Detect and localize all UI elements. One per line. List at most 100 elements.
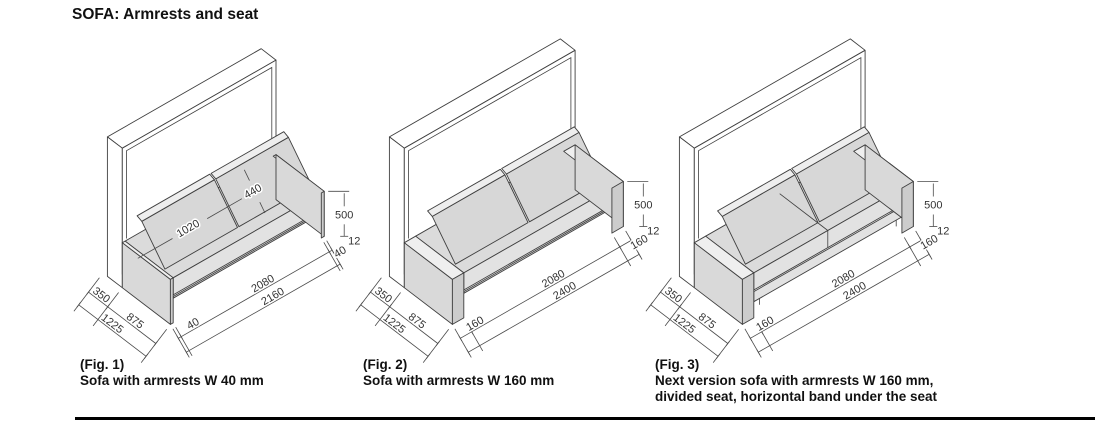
dimension-label: 875 — [124, 311, 146, 332]
dimension-tick — [637, 251, 641, 258]
dimension-label: 12 — [647, 226, 659, 238]
dimension-label: 875 — [696, 311, 718, 332]
extension-line — [374, 292, 401, 327]
width-dimension-line — [758, 253, 930, 353]
dimension-tick — [927, 251, 931, 258]
right-armrest-front-face — [320, 190, 325, 239]
dimension-label: 500 — [924, 200, 942, 212]
dimension-label: 1225 — [381, 312, 408, 336]
dimension-dash — [259, 202, 266, 214]
extension-line — [664, 292, 691, 327]
back-cushion-top-edge — [136, 173, 215, 222]
dimension-label: 160 — [754, 314, 776, 334]
dimension-label: 1225 — [671, 312, 698, 336]
back-cushion-top-edge — [210, 131, 289, 180]
dimension-tick — [756, 349, 761, 355]
figure-2-caption-text: Sofa with armrests W 160 mm — [363, 373, 555, 388]
extension-line — [465, 322, 484, 352]
dimension-tick — [677, 304, 682, 310]
seat-divide-line — [779, 193, 829, 231]
dimension-tick — [435, 340, 440, 347]
dimension-tick — [469, 329, 474, 335]
dimension-label: 1225 — [99, 312, 126, 336]
dimension-tick — [86, 289, 91, 295]
dimension-tick — [184, 349, 189, 355]
back-cushion-top-edge — [501, 126, 580, 175]
figure-2-caption: (Fig. 2) Sofa with armrests W 160 mm — [363, 357, 554, 389]
dimension-tick — [176, 335, 181, 342]
extension-line — [613, 237, 632, 267]
bed-frame-outline — [408, 57, 572, 239]
depth-dimension-line — [88, 291, 157, 344]
dimension-tick — [330, 247, 334, 253]
dimension-tick — [105, 304, 110, 310]
dimension-tick — [153, 340, 158, 347]
figure-3-caption: (Fig. 3) Next version sofa with armrests… — [655, 357, 937, 405]
dimension-tick — [907, 244, 912, 250]
bottom-rule — [75, 417, 1095, 420]
dimension-label: 350 — [662, 285, 684, 306]
bed-frame-outline — [698, 57, 862, 239]
dimension-label: 40 — [332, 244, 349, 261]
figure-2-caption-tag: (Fig. 2) — [363, 357, 408, 372]
depth-dimension-line — [660, 291, 729, 344]
dimension-tick — [338, 261, 342, 267]
extension-line — [175, 327, 193, 356]
dimension-tick — [715, 353, 721, 359]
width-dimension-line — [460, 240, 632, 339]
figure-1-caption-text: Sofa with armrests W 40 mm — [80, 373, 264, 388]
figure-1-caption-tag: (Fig. 1) — [80, 357, 125, 372]
dimension-tick — [629, 237, 634, 244]
figure-1-caption: (Fig. 1) Sofa with armrests W 40 mm — [80, 357, 264, 389]
left-armrest-front-face — [169, 277, 174, 325]
dimension-tick — [466, 349, 471, 355]
dimension-tick — [458, 335, 463, 342]
dimension-tick — [759, 329, 764, 335]
dimension-tick — [179, 333, 184, 340]
back-cushion-top-edge — [791, 126, 870, 175]
extension-line — [323, 242, 341, 272]
dimension-tick — [143, 353, 149, 359]
dimension-tick — [358, 302, 363, 308]
width-dimension-line — [750, 240, 922, 339]
depth-dimension-line — [360, 304, 429, 357]
dimension-tick — [617, 244, 622, 250]
dimension-tick — [76, 302, 81, 308]
dimension-label: 500 — [335, 209, 353, 221]
dimension-tick — [425, 353, 431, 359]
dimension-tick — [658, 289, 663, 295]
dimension-label: 12 — [348, 235, 360, 247]
left-armrest-front-face — [741, 272, 755, 325]
extension-line — [755, 322, 774, 352]
wall-panel-side-face — [388, 136, 405, 289]
dimension-label: 12 — [937, 226, 949, 238]
figure-3-caption-text: Next version sofa with armrests W 160 mm… — [655, 373, 934, 388]
dimension-label: 500 — [634, 200, 652, 212]
dimension-label: 350 — [90, 285, 112, 306]
dimension-tick — [327, 249, 332, 255]
back-cushion-top-edge — [427, 168, 506, 217]
dimension-label: 875 — [406, 311, 428, 332]
wall-panel-side-face — [106, 136, 123, 289]
depth-dimension-line — [78, 304, 147, 357]
dimension-tick — [368, 289, 373, 295]
dimension-tick — [919, 237, 924, 244]
dimension-tick — [387, 304, 392, 310]
depth-dimension-line — [650, 304, 719, 357]
extension-line — [903, 237, 922, 267]
dimension-tick — [748, 335, 753, 342]
dimension-label: 350 — [372, 285, 394, 306]
figure-3-caption-tag: (Fig. 3) — [655, 357, 700, 372]
width-dimension-line — [468, 253, 640, 353]
dimension-dash — [243, 169, 250, 181]
width-dimension-line — [186, 263, 341, 353]
dimension-label: 40 — [185, 316, 202, 333]
dimension-tick — [648, 302, 653, 308]
right-armrest-front-face — [901, 181, 914, 234]
left-armrest-front-face — [451, 272, 465, 325]
right-armrest-front-face — [611, 181, 624, 234]
dimension-dash — [207, 198, 243, 219]
dimension-dash — [137, 238, 173, 259]
